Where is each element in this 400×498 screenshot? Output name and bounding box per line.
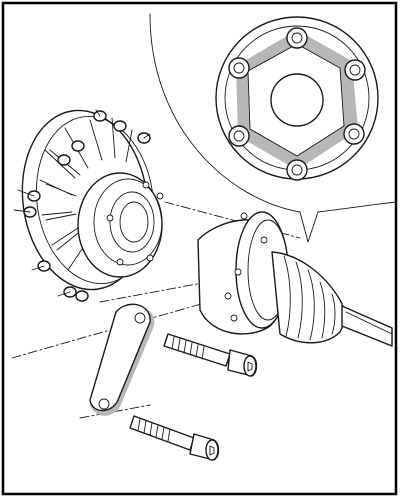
inset-center-hole — [270, 73, 324, 127]
inset-bolt-5 — [228, 125, 250, 147]
inset-bolt-4 — [286, 159, 308, 181]
socket-head-bolt-lower — [129, 415, 220, 461]
drive-shaft — [341, 305, 393, 347]
rubber-boot — [271, 251, 346, 344]
inset-bolt-2 — [344, 59, 366, 81]
inset-bolt-6 — [228, 57, 250, 79]
detail-inset-six-bolt-flange — [149, 13, 397, 243]
inset-bolt-3 — [343, 123, 365, 145]
lock-plate — [89, 303, 155, 416]
socket-head-bolt-upper — [163, 333, 258, 377]
inset-bolts — [228, 27, 366, 181]
inset-bolt-1 — [286, 27, 308, 49]
flange-cover — [13, 109, 164, 302]
